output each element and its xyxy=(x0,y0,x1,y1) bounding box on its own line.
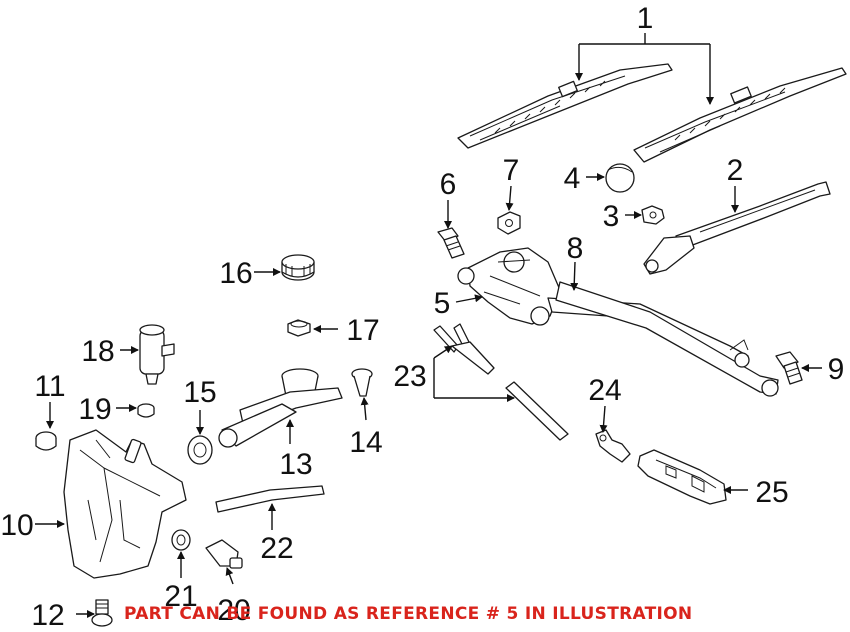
hose-22 xyxy=(215,485,325,513)
callout-4: 4 xyxy=(564,162,581,195)
grommet-11 xyxy=(35,431,57,451)
clip-14 xyxy=(351,368,373,397)
wiper-linkage xyxy=(457,247,779,397)
callout-17: 17 xyxy=(346,314,379,347)
callout-19: 19 xyxy=(78,393,111,426)
filler-neck-13 xyxy=(218,368,343,448)
seal-15 xyxy=(187,435,213,465)
callout-5: 5 xyxy=(434,287,451,320)
nut-7 xyxy=(497,211,521,235)
callout-2: 2 xyxy=(727,154,744,187)
callout-6: 6 xyxy=(440,168,457,201)
callout-9: 9 xyxy=(828,353,845,386)
cover-25 xyxy=(637,449,727,505)
grommet-21 xyxy=(171,529,191,551)
callout-11: 11 xyxy=(34,370,65,403)
callout-24: 24 xyxy=(588,374,621,407)
callout-12: 12 xyxy=(31,599,64,632)
callout-10: 10 xyxy=(0,509,33,542)
callout-23: 23 xyxy=(393,360,426,393)
washer-pump-18 xyxy=(139,324,175,385)
callout-15: 15 xyxy=(183,376,216,409)
callout-13: 13 xyxy=(279,448,312,481)
callout-18: 18 xyxy=(81,335,114,368)
callout-25: 25 xyxy=(755,476,788,509)
wiper-blade-right xyxy=(633,67,847,163)
reference-notice: PART CAN BE FOUND AS REFERENCE # 5 IN IL… xyxy=(124,604,693,624)
callout-1: 1 xyxy=(637,2,654,35)
callout-14: 14 xyxy=(349,426,382,459)
bolt-9 xyxy=(775,351,803,385)
bolt-12 xyxy=(91,599,113,627)
washer-hose-23 xyxy=(433,323,569,441)
callout-21: 21 xyxy=(164,580,197,613)
leader-lines xyxy=(35,33,822,618)
wiper-blade-left xyxy=(457,63,673,149)
callout-16: 16 xyxy=(219,257,252,290)
filler-cap-16 xyxy=(281,254,315,281)
callout-20: 20 xyxy=(217,594,250,627)
callout-8: 8 xyxy=(567,232,584,265)
cap-17 xyxy=(287,319,311,337)
level-sensor-20 xyxy=(205,539,243,569)
grommet-19 xyxy=(137,403,155,418)
callout-3: 3 xyxy=(603,200,620,233)
washer-nozzle-24 xyxy=(595,429,631,463)
wiper-arm xyxy=(643,181,831,275)
washer-reservoir-10 xyxy=(63,429,187,579)
cap-4 xyxy=(605,163,635,193)
callout-22: 22 xyxy=(260,532,293,565)
bolt-6 xyxy=(437,227,465,259)
callout-7: 7 xyxy=(503,154,520,187)
nut-3 xyxy=(641,205,665,225)
